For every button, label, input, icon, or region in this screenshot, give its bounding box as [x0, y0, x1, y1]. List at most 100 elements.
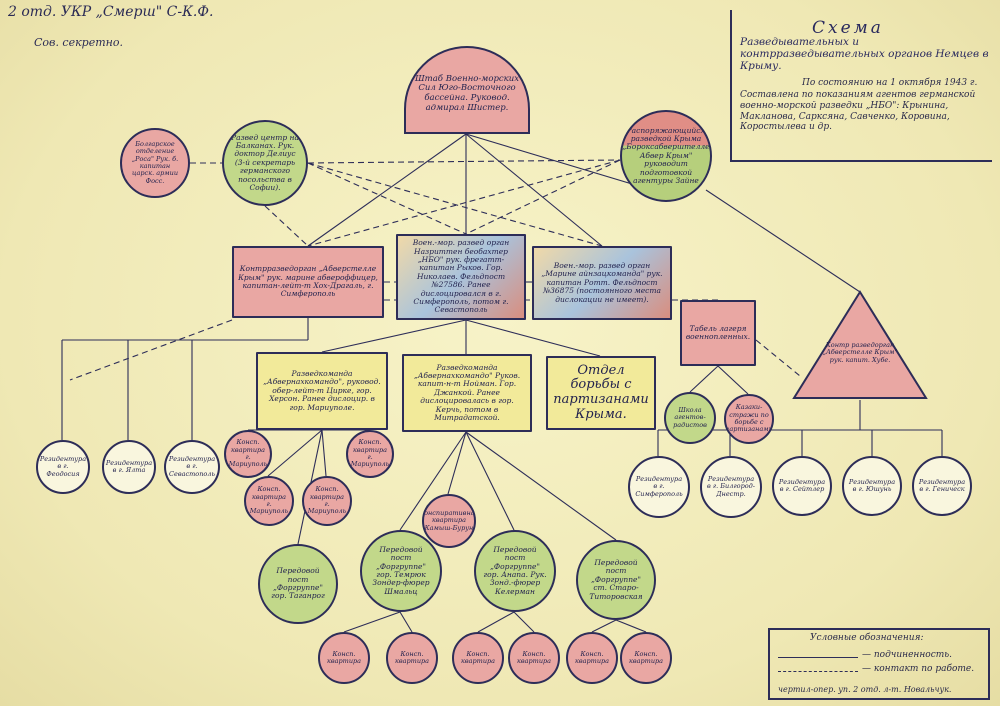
team-zirke-label: Разведкоманда „Абвернахкомандо", руковод… [263, 369, 381, 412]
legend-title: Условные обозначения: [810, 633, 924, 643]
konsp-bottom-2: Консп. квартира [386, 632, 438, 684]
zirke-to-mariupol3-line [267, 429, 323, 477]
counter-organ-label: Контр разведорган „Абверстелле Крым" рук… [822, 341, 898, 364]
title-block: Схема Разведывательных и контрразведыват… [730, 10, 992, 162]
konsp-mariupol-1: Консп. квартира г. Мариуполь [224, 430, 272, 478]
res-genichesk-label: Резидентура в г. Геническ [918, 477, 966, 493]
team-nohl-node: Разведкоманда „Абвернахкомандо" Руков. к… [402, 354, 532, 432]
konsp-kamysh-label: Конспиративная квартира Камыш-Бурун [422, 509, 476, 532]
balkan-center-label: Развед центр на Балканах. Рук. доктор Де… [231, 132, 299, 192]
post-taganrog-label: Передовой пост „Форгруппе" гор. Таганрог [271, 566, 325, 601]
anapa-to-k4-line [513, 611, 535, 633]
konsp-mariupol-2-label: Консп. квартира г. Мариуполь [350, 438, 390, 469]
hq-to-counter-abwehr-line [307, 133, 467, 247]
konsp-mariupol-3-label: Консп. квартира г. Мариуполь [249, 485, 289, 516]
res-bilgorod-node: Резидентура в г. Билгород-Днестр. [700, 456, 762, 518]
abwehr-krym-node: Распоряжающийся разведкой Крыма „Борокса… [620, 110, 712, 202]
school-node: Школа агентов-радистов [664, 392, 716, 444]
diagram-date: По состоянию на 1 октября 1943 г. [802, 78, 978, 88]
bulgar-node: Болгарское отделение „Роса" Рук. б. капи… [120, 128, 190, 198]
konsp-bottom-1-label: Консп. квартира [326, 649, 362, 665]
konsp-bottom-4: Консп. квартира [508, 632, 560, 684]
temryuk-to-k2-line [399, 611, 413, 633]
konsp-mariupol-1-label: Консп. квартира г. Мариуполь [228, 438, 268, 469]
balkan-to-counter-dashed [264, 205, 309, 247]
counter-organ-node: Контр разведорган „Абверстелле Крым" рук… [822, 318, 898, 388]
tavel-to-school-line [689, 365, 719, 393]
team-nohl-label: Разведкоманда „Абвернахкомандо" Руков. к… [413, 362, 521, 422]
res-feodosia-node: Резидентура в г. Феодосия [36, 440, 90, 494]
kazak-label: Казаки-стражи по борьбе с партизанами [725, 403, 773, 434]
diagram-source: Составлена по показаниям агентов германс… [740, 90, 976, 133]
post-taganrog-node: Передовой пост „Форгруппе" гор. Таганрог [258, 544, 338, 624]
temryuk-to-k1-line [343, 611, 401, 633]
res-seitler-node: Резидентура в г. Сейтлер [772, 456, 832, 516]
secrecy-mark: Сов. секретно. [34, 36, 124, 49]
res-genichesk-node: Резидентура в г. Геническ [912, 456, 972, 516]
abwehr-to-nbo-dashed [465, 159, 621, 235]
staro-to-k5-line [591, 619, 617, 633]
kazak-node: Казаки-стражи по борьбе с партизанами [724, 394, 774, 444]
post-temryuk-label: Передовой пост „Форгруппе" гор. Темрюк З… [372, 544, 430, 596]
res-feodosia-label: Резидентура в г. Феодосия [39, 455, 87, 478]
partisan-node: Отдел борьбы с партизанами Крыма. [546, 356, 656, 430]
res-yushun-label: Резидентура в г. Юшунь [848, 477, 896, 493]
team-zirke-node: Разведкоманда „Абвернахкомандо", руковод… [256, 352, 388, 430]
hq-to-rott-line [465, 133, 603, 247]
balkan-to-abwehr-dashed [307, 159, 621, 164]
res-yushun-node: Резидентура в г. Юшунь [842, 456, 902, 516]
legend-dashed-line [778, 671, 858, 672]
staro-to-k6-line [615, 619, 647, 633]
konsp-mariupol-4-label: Консп. квартира г. Мариуполь [307, 485, 347, 516]
konsp-bottom-3-label: Консп. квартира [460, 649, 496, 665]
diagram-subtitle: Разведывательных и контрразведывательных… [740, 36, 989, 73]
konsp-mariupol-4: Консп. квартира г. Мариуполь [302, 476, 352, 526]
konsp-kamysh-node: Конспиративная квартира Камыш-Бурун [422, 494, 476, 548]
res-yalta-label: Резидентура в г. Ялта [105, 458, 153, 474]
abwehr-krym-to-counter-organ-line [705, 189, 861, 293]
nbo-to-partisan-line [465, 319, 601, 357]
konsp-bottom-6: Консп. квартира [620, 632, 672, 684]
rott-label: Воен.-мор. развед орган „Марине айнзацко… [541, 261, 663, 304]
counter-organ-triangle [792, 290, 928, 399]
post-anapa-node: Передовой пост „Форгруппе" гор. Анапа. Р… [474, 530, 556, 612]
diagram-title: Схема [812, 18, 884, 38]
nohl-to-staro-line [465, 431, 617, 541]
counter-abwehr-node: Контрразведорган „Абверстелле Крым" рук.… [232, 246, 384, 318]
konsp-mariupol-3: Консп. квартира г. Мариуполь [244, 476, 294, 526]
department-header: 2 отд. УКР „Смерш" С-К.Ф. [8, 4, 214, 20]
konsp-bottom-5-label: Консп. квартира [574, 649, 610, 665]
rott-node: Воен.-мор. развед орган „Марине айнзацко… [532, 246, 672, 320]
res-simf-label: Резидентура в г. Симферополь [635, 475, 683, 498]
legend: Условные обозначения: — подчиненность. —… [768, 628, 990, 700]
legend-solid-line [778, 657, 858, 658]
konsp-bottom-6-label: Консп. квартира [628, 649, 664, 665]
nohl-to-kamysh-line [447, 431, 467, 495]
legend-dashed-label: — контакт по работе. [862, 664, 975, 674]
balkan-to-rott-dashed [307, 162, 603, 247]
balkan-center-node: Развед центр на Балканах. Рук. доктор Де… [222, 120, 308, 206]
zirke-to-mariupol4-line [321, 429, 327, 477]
res-simf-node: Резидентура в г. Симферополь [628, 456, 690, 518]
legend-footer: чертил-опер. уп. 2 отд. л-т. Новальчук. [778, 685, 952, 694]
nbo-to-team-zirke-line [321, 319, 467, 353]
res-sevast-label: Резидентура в г. Севастополь [168, 455, 216, 478]
counter-abwehr-label: Контрразведорган „Абверстелле Крым" рук.… [238, 264, 378, 299]
bulgar-label: Болгарское отделение „Роса" Рук. б. капи… [131, 140, 179, 185]
counter-to-left-dashed [69, 319, 233, 381]
hq-label: Штаб Военно-морских Сил Юго-Восточного б… [414, 73, 519, 113]
anapa-to-k3-line [477, 611, 515, 633]
nbo-node: Воен.-мор. развед орган Назриттен беобах… [396, 234, 526, 320]
tavel-label: Табель лагеря военнопленных. [685, 323, 751, 341]
res-bilgorod-label: Резидентура в г. Билгород-Днестр. [707, 475, 755, 498]
post-staro-node: Передовой пост „Форгруппе" ст. Старо-Тит… [576, 540, 656, 620]
tavel-to-kazak-line [717, 365, 749, 395]
legend-solid-label: — подчиненность. [862, 650, 953, 660]
konsp-bottom-2-label: Консп. квартира [394, 649, 430, 665]
abwehr-to-counter-dashed [307, 159, 621, 247]
konsp-bottom-3: Консп. квартира [452, 632, 504, 684]
nohl-to-temryuk-line [399, 431, 467, 531]
partisan-label: Отдел борьбы с партизанами Крыма. [553, 362, 649, 422]
